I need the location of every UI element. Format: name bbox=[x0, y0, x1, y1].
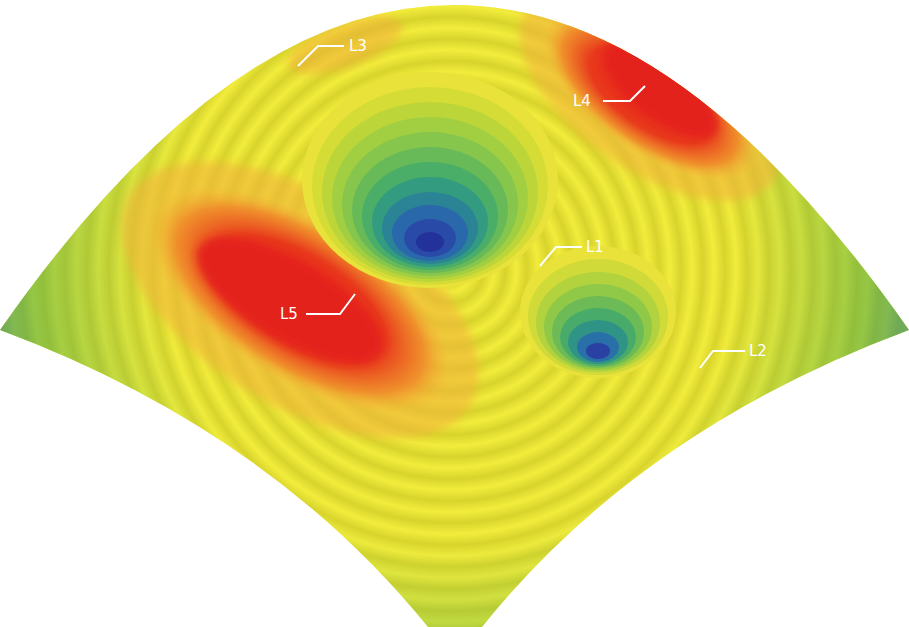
point-label: L3 bbox=[349, 37, 367, 55]
point-label: L2 bbox=[749, 342, 767, 360]
leader-lines bbox=[298, 46, 745, 368]
point-label: L5 bbox=[280, 305, 298, 323]
point-label: L4 bbox=[573, 92, 591, 110]
point-label: L1 bbox=[586, 238, 604, 256]
